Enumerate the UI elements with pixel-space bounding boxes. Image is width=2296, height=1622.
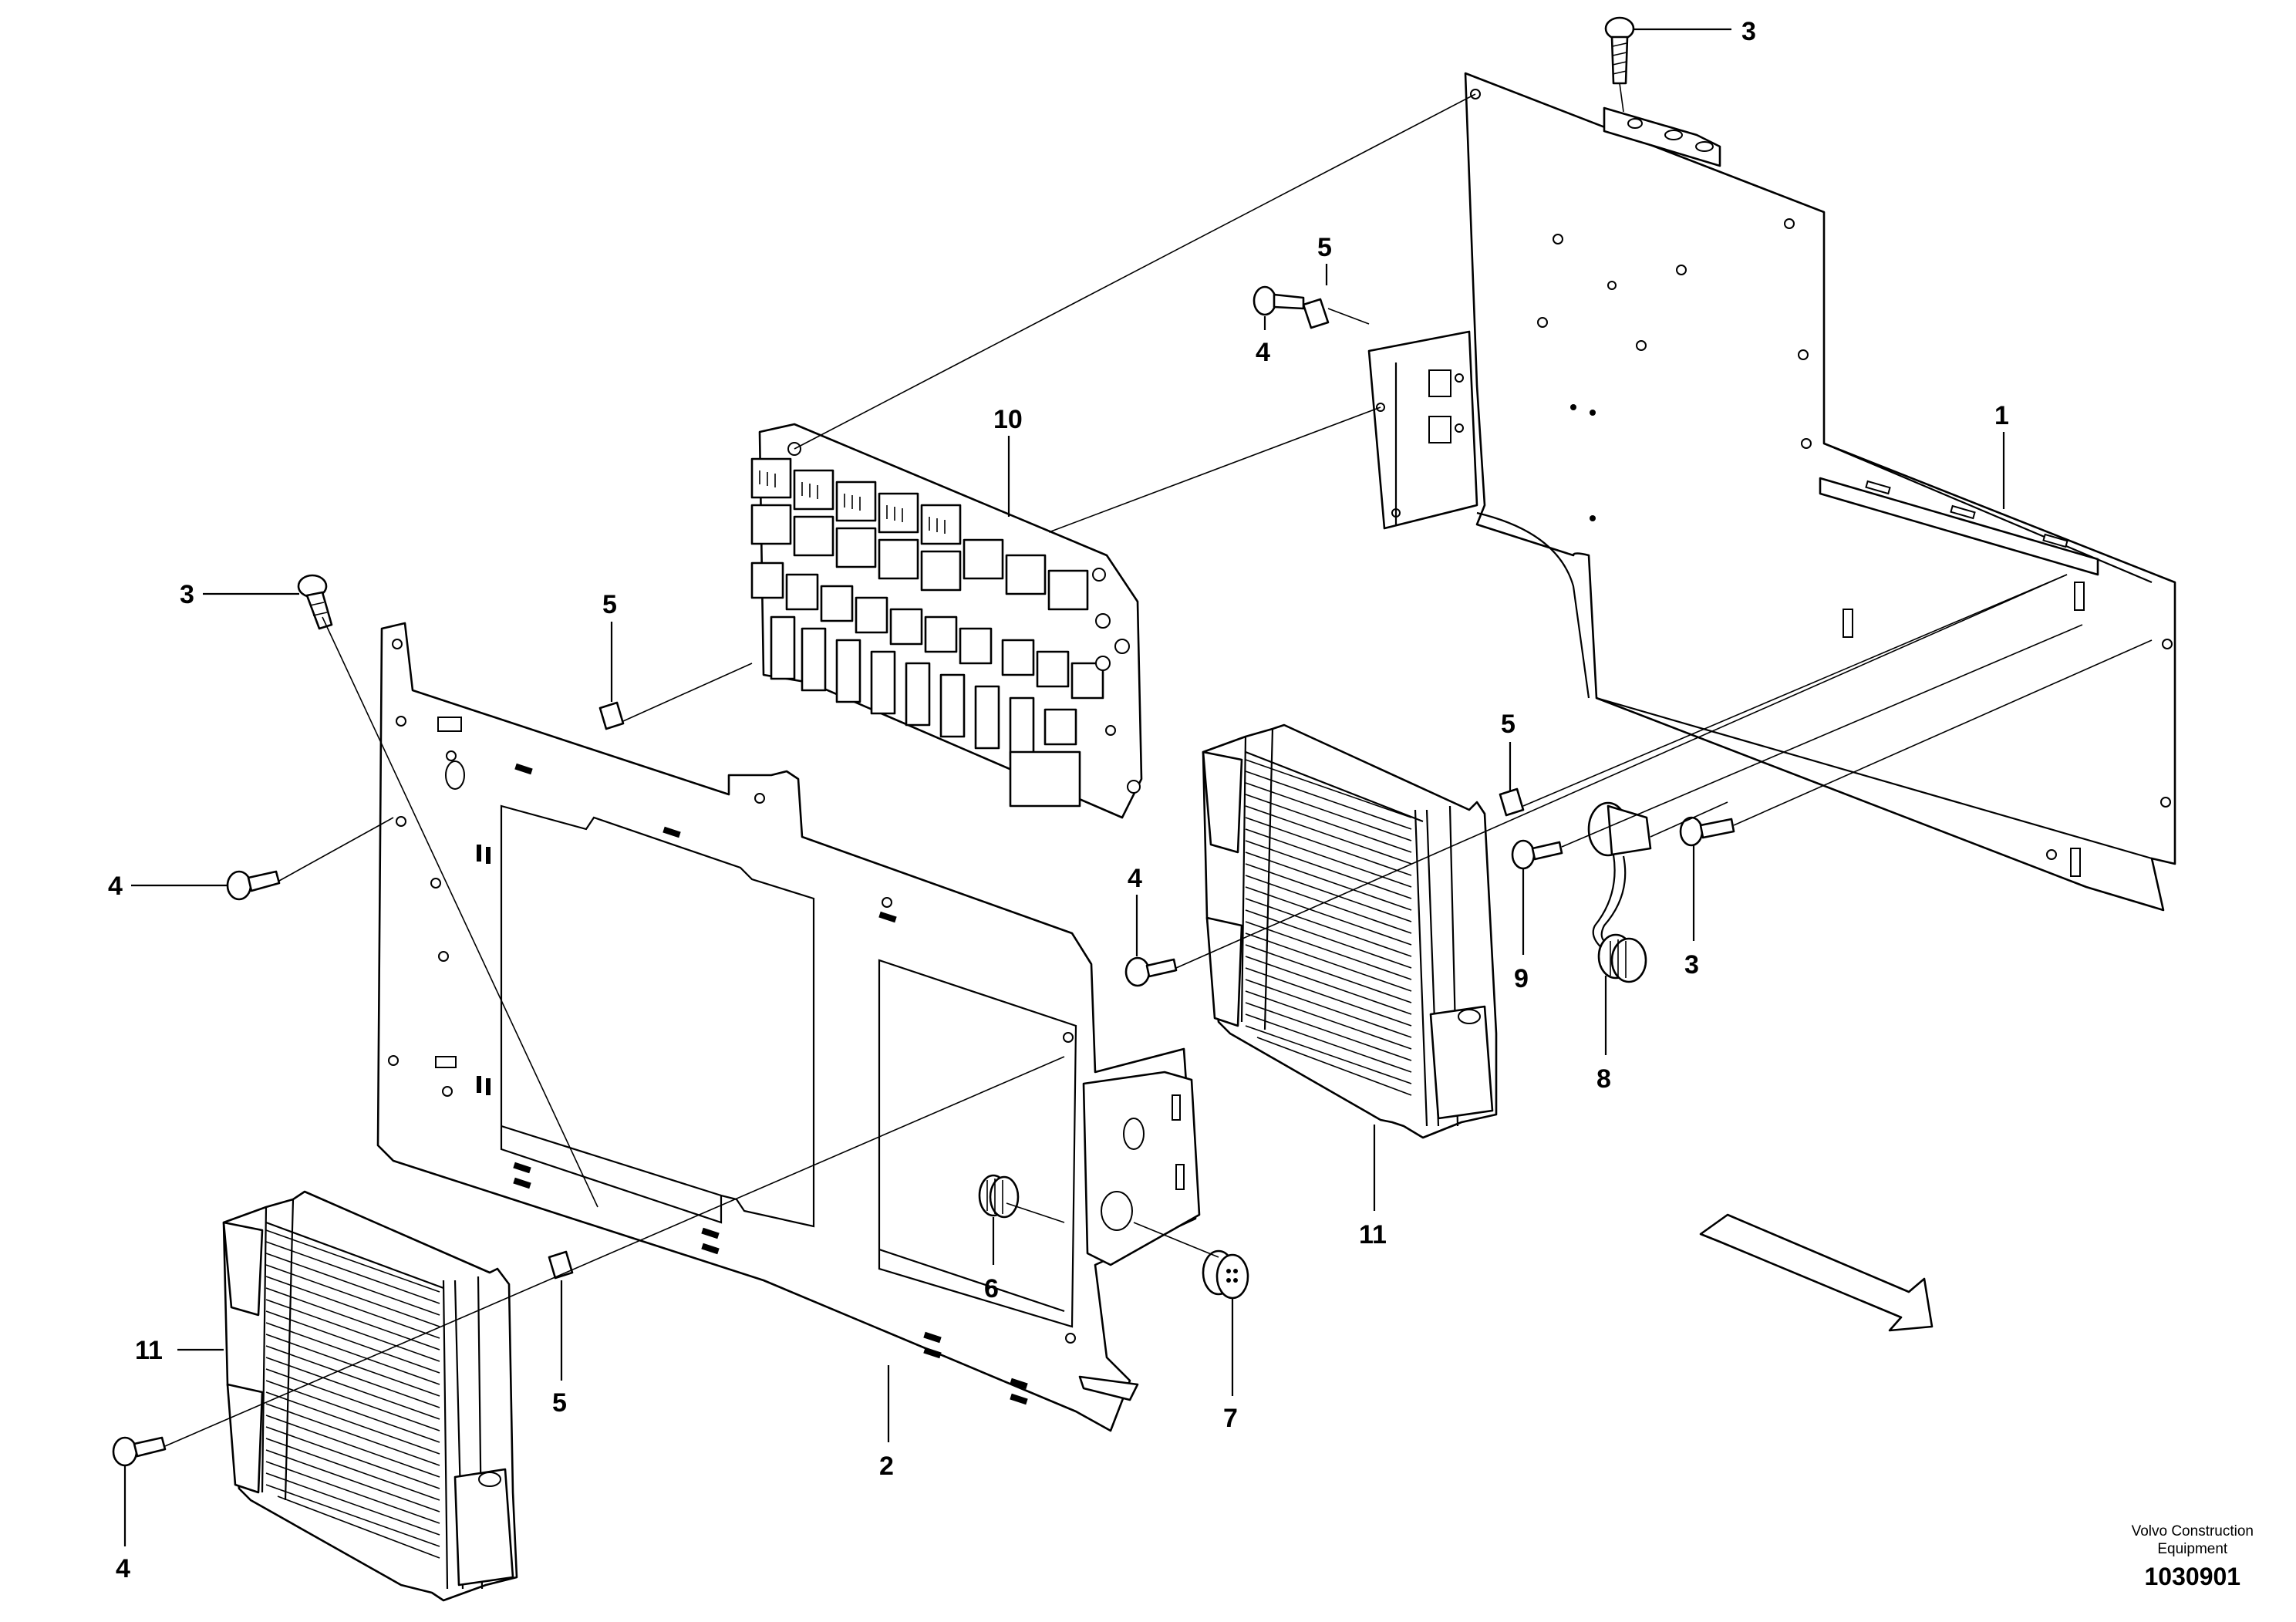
callout-5-right: 5 <box>1501 710 1515 739</box>
maker-watermark: Volvo Construction Equipment 1030901 <box>2132 1523 2254 1591</box>
callout-8: 8 <box>1596 1064 1611 1094</box>
part-11-ecu-right <box>1202 723 1498 1139</box>
part-7-connector <box>1202 1249 1249 1300</box>
callout-5-bottom: 5 <box>552 1388 567 1418</box>
callout-4-bottom: 4 <box>116 1554 130 1583</box>
callout-3-top: 3 <box>1741 17 1756 46</box>
part-10-relay-board <box>750 423 1143 819</box>
maker-name-line2: Equipment <box>2157 1541 2228 1557</box>
callout-7: 7 <box>1223 1404 1238 1433</box>
part-2-front-plate <box>376 622 1201 1432</box>
callout-3-left: 3 <box>180 580 194 609</box>
screw-4-bottom <box>112 1436 167 1467</box>
callout-5-left: 5 <box>602 590 617 619</box>
callout-9: 9 <box>1514 964 1529 993</box>
callout-leaders <box>123 28 2005 1546</box>
callout-4-left: 4 <box>108 872 123 901</box>
screws <box>112 16 1735 1467</box>
part-1-rear-bracket <box>1367 72 2176 912</box>
part-5-clips <box>548 298 1525 1280</box>
callout-4-mid: 4 <box>1128 864 1142 893</box>
screw-3-right <box>1679 816 1735 847</box>
part-11-ecu-left <box>222 1190 518 1602</box>
callout-10: 10 <box>993 405 1023 434</box>
screw-4-upper <box>1253 285 1305 316</box>
callout-labels: 3 5 4 10 1 3 5 4 5 4 9 3 8 11 6 7 11 5 2… <box>108 17 2009 1583</box>
callout-1: 1 <box>1994 401 2009 430</box>
callout-11-right: 11 <box>1359 1220 1387 1249</box>
part-8-sensor <box>1587 801 1652 983</box>
screw-3-top <box>1604 16 1635 85</box>
assembly-lines <box>164 83 2153 1447</box>
figure-number: 1030901 <box>2144 1563 2241 1590</box>
screw-4-mid <box>1124 956 1178 987</box>
screw-9 <box>1511 839 1563 870</box>
maker-name-line1: Volvo Construction <box>2131 1523 2254 1539</box>
callout-3-right: 3 <box>1684 950 1699 980</box>
callout-2: 2 <box>879 1452 894 1481</box>
callout-6: 6 <box>984 1274 999 1303</box>
direction-arrow-icon <box>1699 1213 1934 1332</box>
callout-11-left: 11 <box>135 1336 163 1365</box>
callout-4-upper: 4 <box>1256 338 1270 367</box>
screw-4-left <box>226 870 281 901</box>
screw-3-left <box>297 574 333 630</box>
callout-5-upper: 5 <box>1317 233 1332 262</box>
